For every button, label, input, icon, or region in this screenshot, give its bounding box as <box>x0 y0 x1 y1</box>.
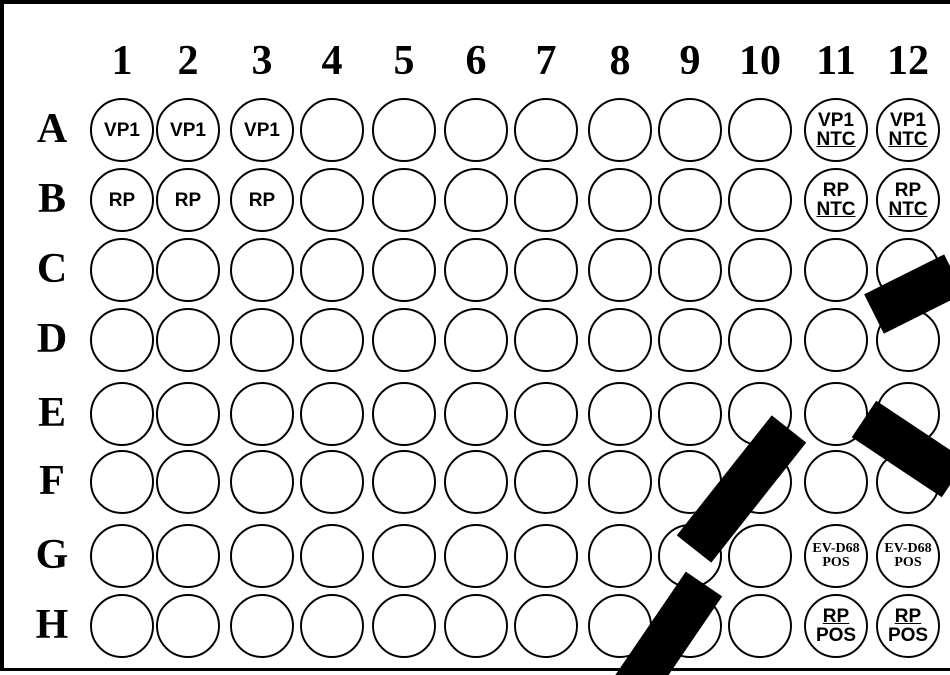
diagonal-stamp-stroke <box>629 274 950 675</box>
stamp-overlay <box>4 4 950 675</box>
stamp-line-4 <box>874 274 950 314</box>
stamp-line-2 <box>694 429 789 549</box>
stamp-line-1 <box>629 584 704 675</box>
stamp-line-3 <box>864 419 950 479</box>
